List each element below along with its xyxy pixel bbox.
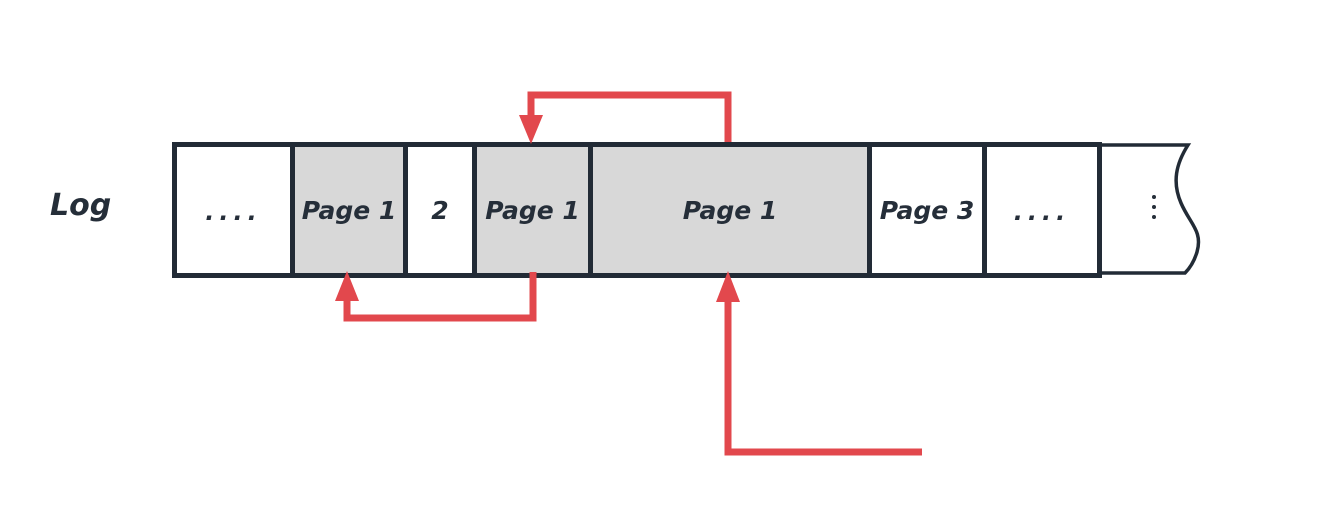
log-cell-page3: Page 3 — [867, 147, 982, 273]
cell-label: Page 1 — [301, 195, 397, 225]
log-title: Log — [50, 188, 112, 223]
log-cell-ellipsis-left: .... — [177, 147, 290, 273]
log-torn-segment — [1102, 142, 1194, 278]
ellipsis-dot — [1152, 195, 1156, 199]
log-cell-ellipsis-right: .... — [982, 147, 1097, 273]
cell-label: Page 1 — [485, 195, 580, 225]
log-cell-page1-second: Page 1 — [472, 147, 588, 273]
cell-label: .... — [205, 198, 262, 226]
log-cell-page1-first: Page 1 — [290, 147, 403, 273]
log-cell-page1-wide: Page 1 — [588, 147, 867, 273]
ellipsis-dot — [1152, 205, 1156, 209]
cell-label: Page 1 — [682, 195, 778, 225]
arrow-bottom-up-line — [724, 300, 922, 456]
cell-label: Page 3 — [879, 195, 975, 225]
log-cell-2: 2 — [403, 147, 472, 273]
cell-label: 2 — [431, 195, 449, 225]
vertical-ellipsis-icon — [1152, 195, 1156, 219]
arrow-top-loop-line — [527, 91, 732, 142]
arrow-top-loop-head — [519, 115, 543, 144]
cell-label: .... — [1013, 198, 1071, 226]
arrow-bottom-left-loop-line — [343, 272, 537, 322]
log-strip: .... Page 1 2 Page 1 Page 1 Page 3 .... — [172, 142, 1102, 278]
ellipsis-dot — [1152, 215, 1156, 219]
